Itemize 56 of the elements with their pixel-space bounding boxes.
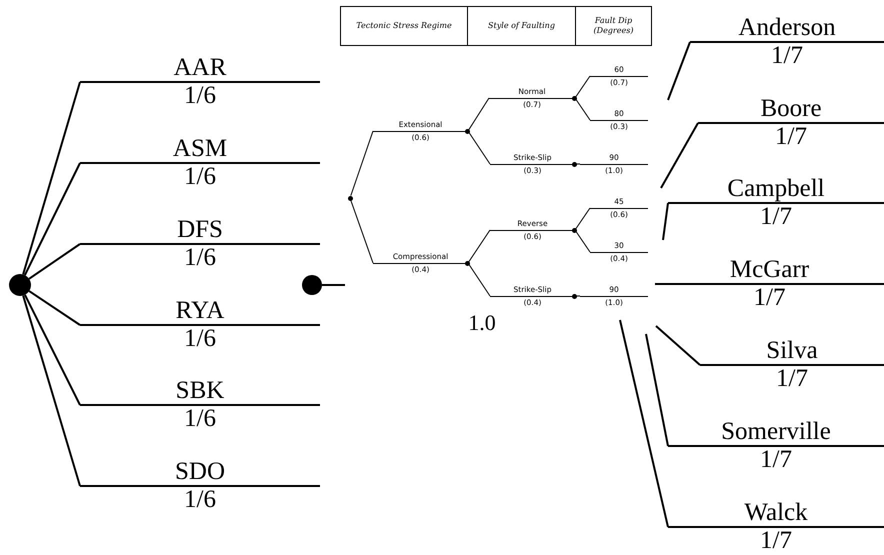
branch-label: RYA — [174, 299, 226, 323]
branch-weight: 1/7 — [774, 125, 808, 149]
branch-label: AAR — [172, 56, 228, 80]
branch-label: Campbell — [726, 177, 826, 201]
branch-weight: 1/7 — [775, 367, 809, 391]
branch-line — [655, 325, 701, 366]
branch-label: McGarr — [728, 258, 810, 282]
chance-node-dot — [9, 274, 31, 296]
branch-line — [28, 290, 81, 326]
branch-label: SBK — [174, 379, 226, 403]
branch-line — [574, 208, 590, 230]
branch-line — [350, 130, 374, 196]
branch-line — [645, 334, 669, 446]
branch-line — [574, 98, 590, 120]
branch-weight: 1/6 — [183, 327, 217, 351]
branch-weight: 1/7 — [759, 529, 793, 553]
branch-line — [667, 42, 691, 100]
branch-weight: 1/6 — [183, 165, 217, 189]
branch-line — [574, 76, 590, 98]
chance-node-dot — [302, 275, 322, 295]
branch-line — [24, 162, 81, 276]
column-heading: Fault Dip (Degrees) — [575, 7, 651, 45]
branch-label: SDO — [174, 460, 226, 484]
branch-line — [662, 202, 669, 240]
branch-line — [660, 122, 699, 188]
branch-weight: 1/7 — [752, 286, 786, 310]
branch-line — [468, 98, 490, 132]
branch-weight: 1/7 — [759, 448, 793, 472]
branch-line — [468, 130, 490, 164]
branch-label: Somerville — [720, 420, 832, 444]
branch-label: DFS — [176, 218, 224, 242]
branch-line — [28, 243, 81, 280]
branch-line — [468, 262, 490, 296]
branch-weight: 1/7 — [759, 205, 793, 229]
branch-weight: 1/6 — [183, 246, 217, 270]
branch-line — [574, 230, 590, 252]
branch-line — [24, 294, 81, 406]
branch-line — [22, 82, 81, 275]
branch-line — [468, 230, 490, 264]
branch-line — [350, 200, 374, 264]
branch-label: ASM — [172, 137, 228, 161]
branch-label: Anderson — [737, 16, 837, 40]
branch-weight: 1/6 — [183, 488, 217, 512]
branch-weight: 1/7 — [770, 44, 804, 68]
column-heading: Tectonic Stress Regime — [355, 20, 453, 32]
branch-weight: 1/6 — [183, 407, 217, 431]
branch-weight: 1/6 — [183, 84, 217, 108]
column-heading: Style of Faulting — [467, 7, 575, 45]
probability-label: 1.0 — [467, 312, 497, 334]
branch-label: Silva — [765, 339, 819, 363]
branch-line — [22, 295, 81, 486]
branch-line — [322, 284, 345, 286]
chance-node-dot — [348, 196, 352, 200]
branch-label: Boore — [759, 97, 823, 121]
branch-label: Walck — [743, 501, 809, 525]
branch-line — [619, 320, 669, 528]
